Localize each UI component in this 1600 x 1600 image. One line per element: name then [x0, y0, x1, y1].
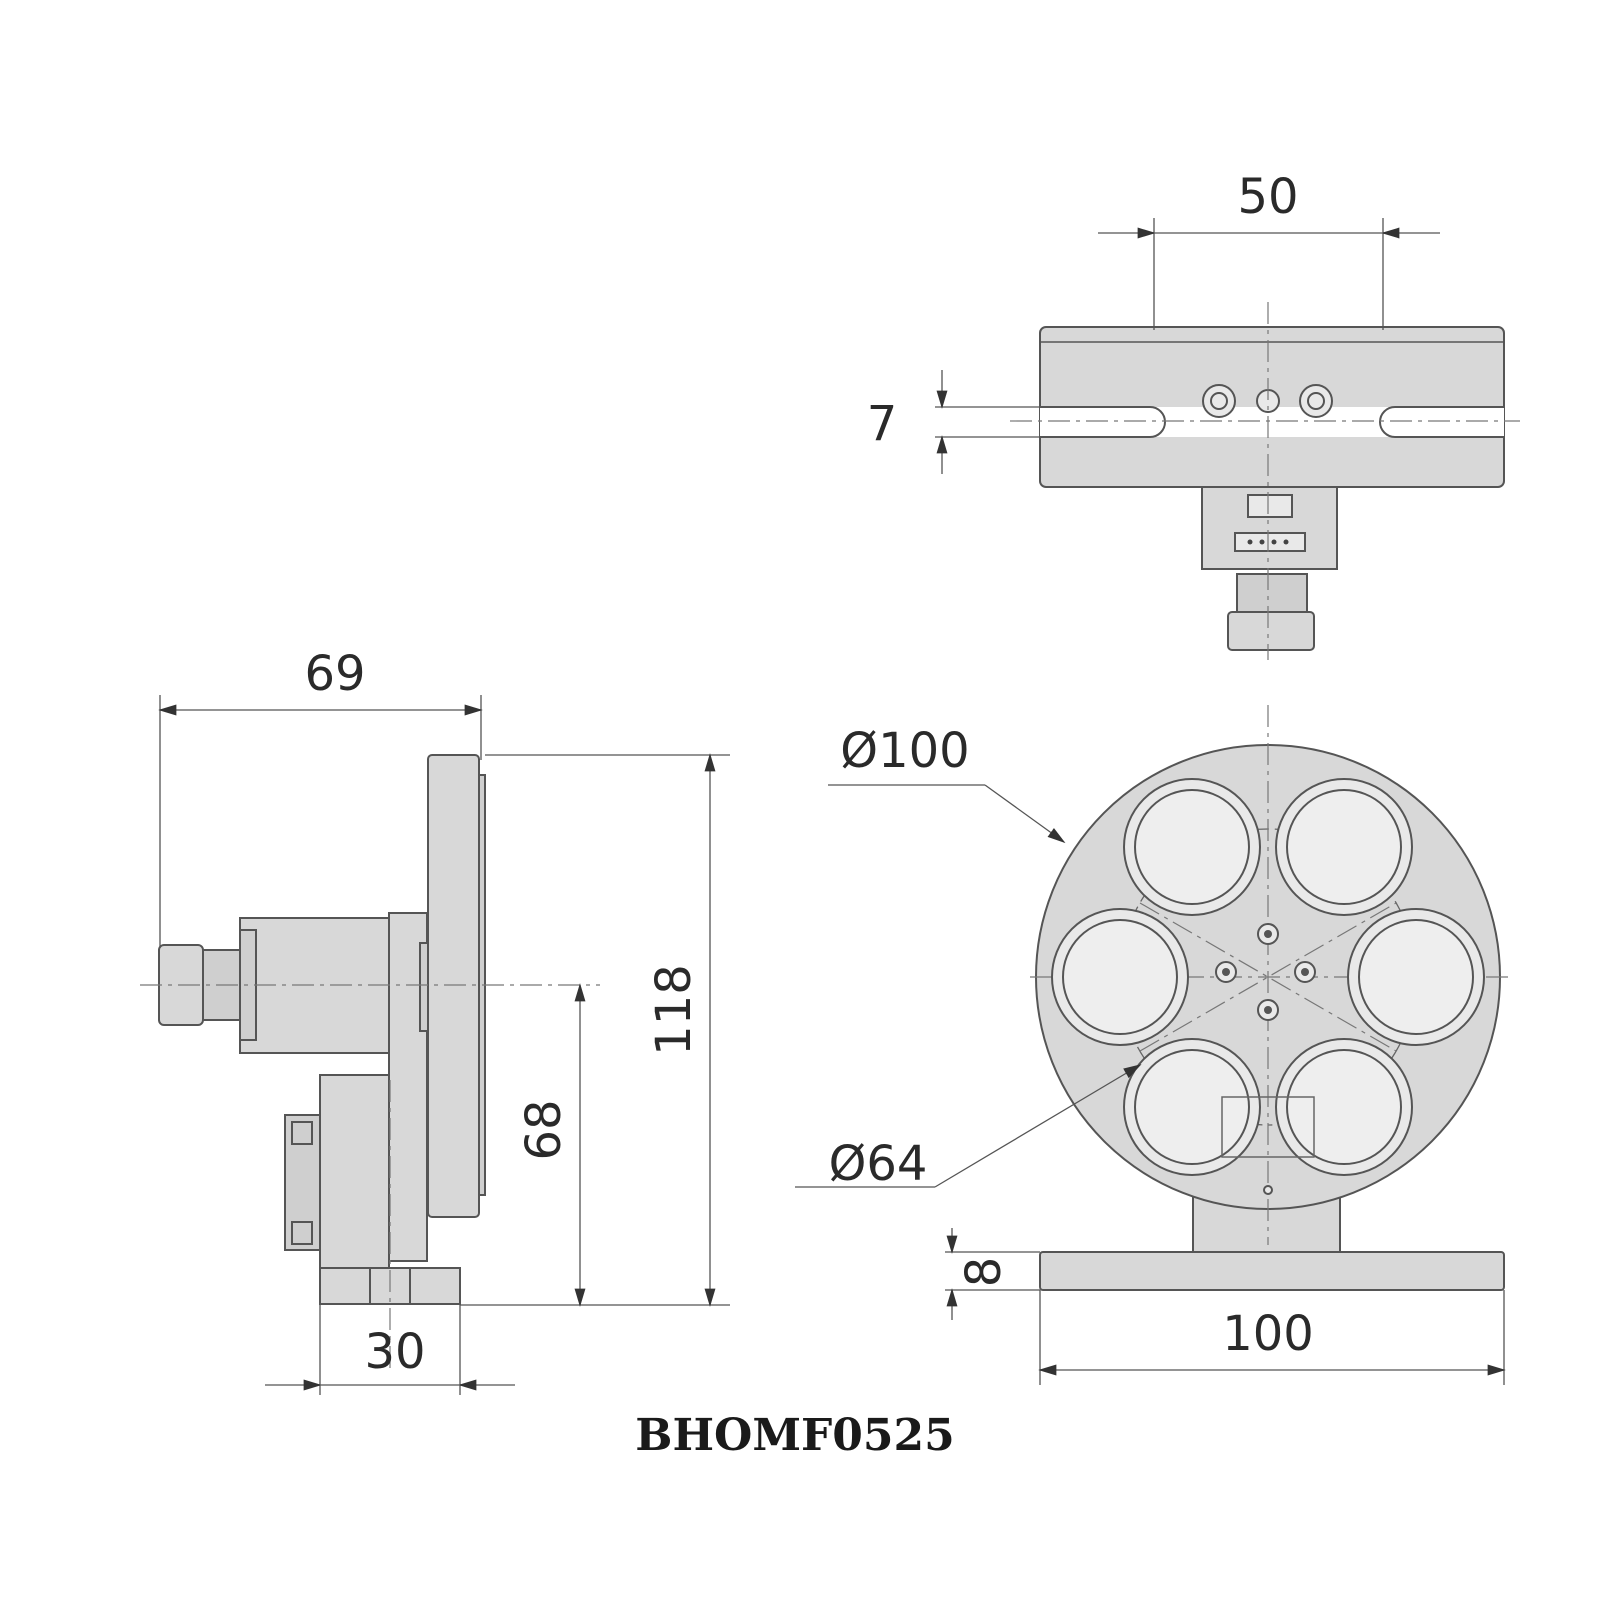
dim-base-width: 100 — [1222, 1306, 1314, 1362]
dim-wheel-diameter: Ø100 — [840, 723, 969, 779]
dim-side-axis-height: 68 — [516, 1099, 572, 1160]
dim-side-height: 118 — [646, 964, 702, 1056]
side-view: 69 118 68 30 — [140, 646, 730, 1395]
top-view: 50 7 — [867, 169, 1520, 660]
dim-base-thickness: 8 — [956, 1257, 1012, 1288]
dim-side-base: 30 — [364, 1324, 425, 1380]
dim-top-width: 50 — [1237, 169, 1298, 225]
dim-side-depth: 69 — [304, 646, 365, 702]
filter-holes — [1051, 778, 1485, 1176]
dim-top-slot: 7 — [867, 396, 898, 452]
front-view: Ø100 Ø64 8 100 — [795, 705, 1510, 1385]
model-number: BHOMF0525 — [635, 1410, 955, 1461]
dim-pitch-diameter: Ø64 — [829, 1136, 928, 1192]
